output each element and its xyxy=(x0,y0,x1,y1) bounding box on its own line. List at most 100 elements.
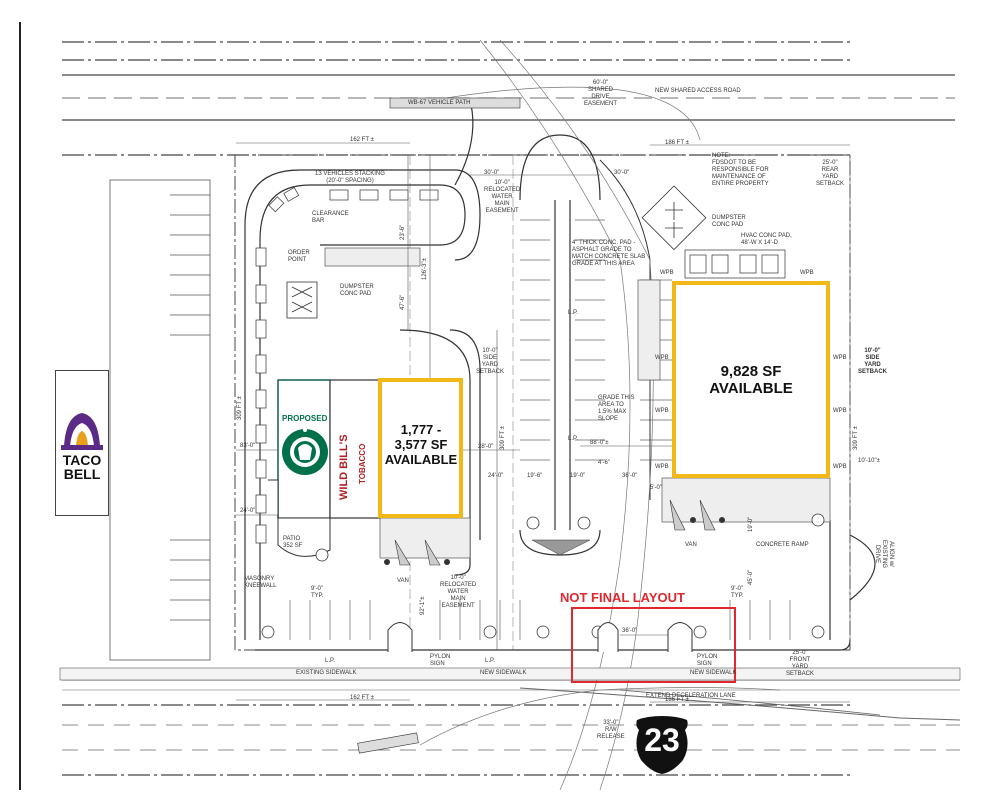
highway-lanes xyxy=(62,679,961,751)
dumpster-pad-left xyxy=(286,281,318,319)
us-highway-shield-icon xyxy=(636,716,688,774)
wheelchair-icon xyxy=(384,517,725,565)
highway-number: 23 xyxy=(644,722,680,758)
label-wpb-6: WPB xyxy=(655,355,669,361)
stacking-cars xyxy=(255,187,439,544)
dim-9b: 9'-0" xyxy=(731,586,743,592)
label-wpb-7: WPB xyxy=(655,408,669,414)
sidewalk-large xyxy=(661,477,831,523)
dim-24a: 24'-0" xyxy=(488,473,504,479)
dim-30a: 30'-0" xyxy=(484,170,500,176)
note-concrete-ramp: CONCRETE RAMP xyxy=(756,542,809,548)
note-stacking: 13 VEHICLES STACKING(20'-0" SPACING) xyxy=(315,171,385,184)
dim-92: 92'-1"± xyxy=(420,596,426,615)
label-new-sidewalk: NEW SIDEWALK xyxy=(480,670,527,676)
taco-bell-bell-icon xyxy=(61,413,103,450)
tree-icons xyxy=(261,513,825,639)
dim-83: 83'-0" xyxy=(240,443,256,449)
dim-4-6: 4'-6" xyxy=(598,460,610,466)
dim-126: 126'-3"± xyxy=(422,258,428,280)
not-final-layout-box xyxy=(571,607,736,683)
island-hatch xyxy=(531,539,591,556)
patio xyxy=(268,479,331,557)
dim-186-top: 186 FT ± xyxy=(665,140,689,146)
dim-19c: 19'-0" xyxy=(748,516,754,532)
dim-309-right: 309 FT ± xyxy=(853,426,859,450)
accessible-stalls xyxy=(394,499,716,566)
curb xyxy=(599,159,651,500)
access-road xyxy=(62,74,955,121)
dim-23: 23'-6" xyxy=(400,224,406,240)
sidewalk-small xyxy=(379,517,471,559)
label-wb67: WB-67 VEHICLE PATH xyxy=(408,100,471,106)
wild-bills-sub: TOBACCO xyxy=(358,443,367,484)
dim-309-mid: 309 FT ± xyxy=(500,426,506,450)
dim-19a: 19'-6" xyxy=(527,473,543,479)
label-lp-3: L.P. xyxy=(568,310,578,316)
dumpster-pad-right xyxy=(641,185,707,251)
small-space-line2: 3,577 SF xyxy=(394,436,448,452)
small-space-text: 1,777 - 3,577 SF AVAILABLE xyxy=(380,422,462,468)
dim-309-left: 309 FT ± xyxy=(237,396,243,420)
note-hvac: HVAC CONC PAD,48'-W X 14'-D xyxy=(741,233,792,246)
dim-45: 45'-0" xyxy=(748,569,754,585)
starbucks-proposed-label: PROPOSED xyxy=(282,414,328,423)
taco-bell-tile: TACO BELL xyxy=(55,370,109,516)
neighbor-parking xyxy=(109,179,211,661)
dim-162-bottom: 162 FT ± xyxy=(350,695,374,701)
curb xyxy=(255,639,851,651)
curb xyxy=(770,519,831,640)
wild-bills-logo-icon xyxy=(337,438,373,470)
dim-162-top: 162 FT ± xyxy=(350,137,374,143)
taco-bell-line2: BELL xyxy=(63,466,101,482)
small-space-box xyxy=(378,378,463,518)
label-typ-right: TYP. xyxy=(731,593,744,599)
wild-bills-name: WILD BILL'S xyxy=(338,434,350,500)
label-wpb-3: WPB xyxy=(833,355,847,361)
large-space-box xyxy=(672,281,830,478)
dim-5: 5'-0" xyxy=(650,485,662,491)
entrance-islands xyxy=(387,622,693,652)
taco-bell-line1: TACO xyxy=(62,452,102,468)
label-wpb-1: WPB xyxy=(660,270,674,276)
small-space-line1: 1,777 - xyxy=(400,422,442,437)
dim-88: 88'-0"± xyxy=(590,440,609,446)
label-wpb-4: WPB xyxy=(833,408,847,414)
label-wpb-2: WPB xyxy=(800,270,814,276)
label-lp-2: L.P. xyxy=(485,658,495,664)
vehicle-icons xyxy=(357,97,521,754)
label-van-left: VAN xyxy=(397,578,409,584)
dim-186-bottom: 186 FT ± xyxy=(665,697,689,703)
label-lp-1: L.P. xyxy=(325,658,335,664)
dim-10-10: 10'-10"± xyxy=(858,458,880,464)
dim-30b: 30'-0" xyxy=(614,170,630,176)
dim-28: 28'-0" xyxy=(478,444,494,450)
label-wpb-8: WPB xyxy=(655,464,669,470)
conc-pad xyxy=(637,279,661,381)
dim-9a: 9'-0" xyxy=(311,586,323,592)
large-space-line2: AVAILABLE xyxy=(709,380,793,398)
hvac-pad xyxy=(684,249,786,279)
label-lp-4: L.P. xyxy=(568,436,578,442)
dim-36b: 36'-0" xyxy=(622,628,638,634)
small-space-line3: AVAILABLE xyxy=(384,451,458,467)
starbucks-logo-icon xyxy=(282,428,328,475)
dim-19b: 19'-0" xyxy=(570,473,586,479)
parking-islands xyxy=(399,134,601,576)
